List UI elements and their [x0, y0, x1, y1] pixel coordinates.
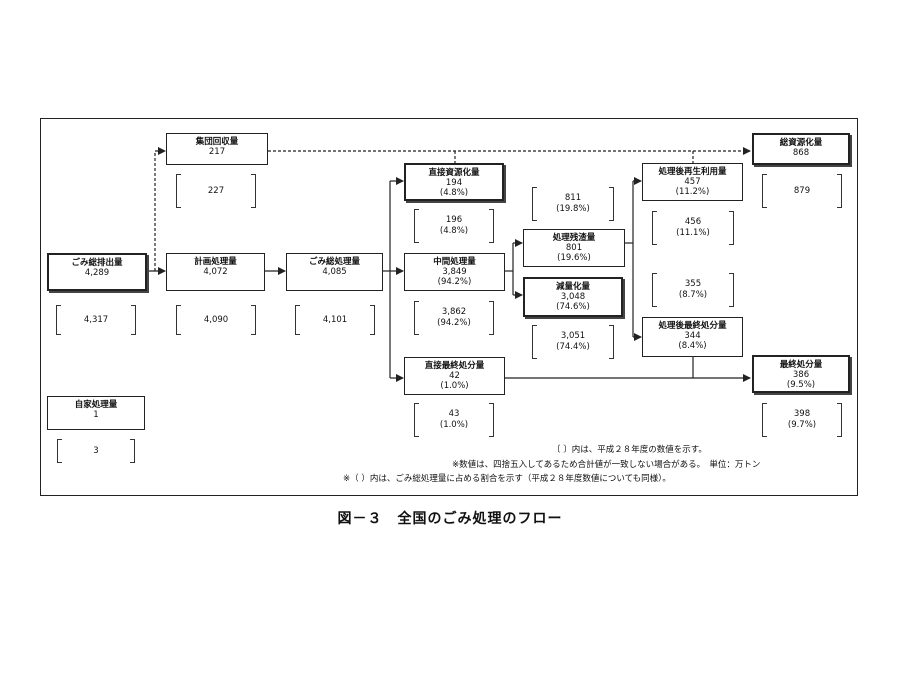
node-pct: (74.6%): [556, 302, 590, 312]
node-label: 中間処理量: [433, 257, 476, 267]
prev-gomi-haishutsu: 4,317: [56, 305, 136, 335]
note-percentage: ※（ ）内は、ごみ総処理量に占める割合を示す（平成２８年度数値についても同様）。: [343, 474, 671, 484]
node-value: 3,849: [442, 267, 467, 277]
node-pct: (4.8%): [439, 188, 469, 198]
node-value: 3,048: [560, 292, 586, 302]
node-chukan-shori: 中間処理量 3,849 (94.2%): [404, 253, 505, 291]
prev-shori-zansa: 811 (19.8%): [532, 187, 614, 221]
prev-value: 227: [207, 185, 225, 196]
prev-saisei-riyo: 456 (11.1%): [652, 211, 734, 245]
prev-value: 3,862: [441, 307, 467, 317]
prev-value: 196: [445, 215, 463, 225]
prev-value: 456: [684, 217, 702, 227]
prev-value: 43: [448, 409, 460, 419]
node-pct: (19.6%): [557, 253, 591, 263]
node-value: 801: [565, 243, 583, 253]
prev-value: 4,101: [322, 314, 348, 325]
figure-caption: 図－３ 全国のごみ処理のフロー: [337, 511, 563, 527]
node-label: ごみ総処理量: [308, 257, 360, 267]
node-keikaku-shori: 計画処理量 4,072: [166, 253, 265, 291]
prev-value: 355: [684, 279, 702, 289]
node-label: 直接資源化量: [428, 168, 480, 178]
note-rounding: ※数値は、四捨五入してあるため合計値が一致しない場合がある。 単位：万トン: [452, 460, 761, 470]
node-value: 42: [449, 371, 460, 381]
node-value: 4,085: [322, 267, 347, 277]
node-label: 減量化量: [555, 282, 590, 292]
node-value: 386: [792, 370, 810, 380]
prev-shudan-kaishu: 227: [176, 174, 256, 208]
node-value: 868: [792, 148, 810, 158]
node-sou-shigenka: 総資源化量 868: [752, 133, 850, 165]
node-value: 194: [445, 178, 463, 188]
prev-value: 879: [793, 185, 811, 196]
prev-pct: (8.7%): [678, 290, 708, 300]
node-shudan-kaishu: 集団回収量 217: [166, 133, 268, 165]
prev-pct: (11.1%): [676, 228, 710, 238]
node-pct: (1.0%): [440, 381, 469, 391]
node-label: 処理後最終処分量: [658, 321, 727, 331]
prev-pct: (4.8%): [439, 226, 469, 236]
node-pct: (8.4%): [678, 341, 707, 351]
node-pct: (11.2%): [675, 187, 710, 197]
note-bracket: 〔 〕内は、平成２８年度の数値を示す。: [552, 445, 707, 455]
node-pct: (9.5%): [786, 380, 816, 390]
node-saishu-shobun: 最終処分量 386 (9.5%): [752, 355, 850, 393]
prev-pct: (19.8%): [556, 204, 590, 214]
prev-value: 4,090: [203, 314, 229, 325]
node-label: 処理残渣量: [552, 233, 596, 243]
node-shori-zansa: 処理残渣量 801 (19.6%): [523, 229, 625, 267]
node-gomi-sou-shori: ごみ総処理量 4,085: [286, 253, 383, 291]
prev-value: 3,051: [560, 331, 586, 341]
prev-gomi-sou-shori: 4,101: [295, 305, 375, 335]
node-value: 344: [684, 331, 701, 341]
prev-chokusetsu-shigenka: 196 (4.8%): [414, 209, 494, 243]
prev-saishu-shobun: 398 (9.7%): [762, 403, 842, 437]
prev-value: 811: [564, 193, 582, 203]
node-label: 自家処理量: [74, 400, 118, 410]
node-value: 457: [684, 177, 701, 187]
node-label: 総資源化量: [779, 138, 823, 148]
node-chokusetsu-saishu: 直接最終処分量 42 (1.0%): [404, 357, 505, 395]
prev-value: 4,317: [83, 314, 109, 325]
prev-shorigo-saishu: 355 (8.7%): [652, 273, 734, 307]
node-label: 集団回収量: [195, 137, 239, 147]
prev-pct: (1.0%): [439, 420, 469, 430]
node-chokusetsu-shigenka: 直接資源化量 194 (4.8%): [404, 163, 504, 201]
node-jika-shori: 自家処理量 1: [47, 396, 145, 430]
prev-keikaku-shori: 4,090: [176, 305, 256, 335]
prev-genryoka: 3,051 (74.4%): [532, 325, 614, 359]
node-label: 最終処分量: [779, 360, 823, 370]
node-saisei-riyo: 処理後再生利用量 457 (11.2%): [642, 163, 743, 201]
node-shorigo-saishu: 処理後最終処分量 344 (8.4%): [642, 317, 743, 357]
prev-pct: (74.4%): [556, 342, 590, 352]
node-value: 1: [93, 410, 99, 420]
node-pct: (94.2%): [437, 277, 472, 287]
node-label: ごみ総排出量: [71, 258, 123, 268]
prev-jika-shori: 3: [57, 439, 135, 463]
prev-sou-shigenka: 879: [762, 174, 842, 208]
node-value: 4,289: [84, 268, 110, 278]
prev-pct: (94.2%): [437, 318, 471, 328]
node-value: 4,072: [203, 267, 228, 277]
prev-chukan-shori: 3,862 (94.2%): [414, 301, 494, 335]
node-label: 計画処理量: [194, 257, 237, 267]
diagram-frame: [40, 118, 858, 496]
prev-pct: (9.7%): [787, 420, 817, 430]
prev-chokusetsu-saishu: 43 (1.0%): [414, 403, 494, 437]
node-value: 217: [208, 147, 226, 157]
node-label: 処理後再生利用量: [658, 167, 727, 177]
node-gomi-haishutsu: ごみ総排出量 4,289: [47, 253, 147, 291]
prev-value: 398: [793, 409, 811, 419]
node-label: 直接最終処分量: [424, 361, 485, 371]
prev-value: 3: [93, 445, 99, 456]
node-genryoka: 減量化量 3,048 (74.6%): [523, 277, 623, 317]
